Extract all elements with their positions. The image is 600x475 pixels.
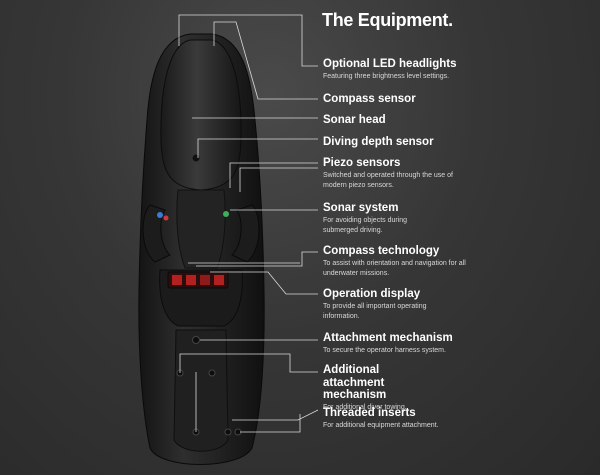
feature-compass-sensor: Compass sensor xyxy=(323,93,593,106)
feature-operation-display: Operation display To provide all importa… xyxy=(323,288,593,322)
feature-threaded-inserts: Threaded inserts For additional equipmen… xyxy=(323,407,593,431)
display-segment xyxy=(186,275,196,285)
lower-hull-panel xyxy=(173,329,229,452)
leader-line-compass-sensor xyxy=(213,21,318,100)
led-green-indicator xyxy=(223,211,229,217)
threaded-insert-dot xyxy=(224,428,232,436)
leader-line-piezo xyxy=(229,162,318,188)
diving-depth-sensor-dot xyxy=(191,153,201,163)
feature-attachment-mechanism: Attachment mechanism To secure the opera… xyxy=(323,332,593,356)
feature-name: Sonar head xyxy=(323,114,386,126)
led-blue-indicator xyxy=(157,212,163,218)
feature-desc: Featuring three brightness level setting… xyxy=(323,72,450,80)
attachment-mechanism-dot xyxy=(192,336,200,344)
feature-desc: To secure the operator harness system. xyxy=(323,346,446,354)
leader-line-additional-attachment xyxy=(179,353,318,373)
feature-desc: For avoiding objects during submerged dr… xyxy=(323,216,408,234)
feature-desc: Switched and operated through the use of… xyxy=(323,171,453,189)
feature-desc: To assist with orientation and navigatio… xyxy=(323,259,466,277)
feature-compass-technology: Compass technology To assist with orient… xyxy=(323,245,593,279)
leader-line-piezo-2 xyxy=(239,167,318,192)
leader-line-operation-display xyxy=(210,271,318,295)
feature-additional-attachment: Additional attachment mechanism For addi… xyxy=(323,364,443,413)
feature-diving-depth-sensor: Diving depth sensor xyxy=(323,136,593,149)
feature-name: Attachment mechanism xyxy=(323,332,453,344)
leader-lines xyxy=(178,14,319,433)
leader-line-compass-tech xyxy=(196,251,318,267)
feature-piezo-sensors: Piezo sensors Switched and operated thro… xyxy=(323,157,593,191)
right-handle-grip xyxy=(231,204,260,263)
feature-name: Sonar system xyxy=(323,202,399,214)
feature-name: Compass sensor xyxy=(323,93,416,105)
feature-name: Additional attachment mechanism xyxy=(323,364,387,401)
leader-line-threaded-3 xyxy=(240,414,301,433)
feature-sonar-system: Sonar system For avoiding objects during… xyxy=(323,202,593,236)
scooter-nose-dome xyxy=(160,39,242,191)
page-title: The Equipment. xyxy=(322,10,453,30)
feature-name: Diving depth sensor xyxy=(323,136,434,148)
feature-desc: To provide all important operating infor… xyxy=(323,302,427,320)
leader-line-threaded-2 xyxy=(232,409,319,421)
feature-name: Threaded inserts xyxy=(323,407,416,419)
feature-led-headlights: Optional LED headlights Featuring three … xyxy=(323,58,593,82)
leader-line-diving-depth xyxy=(197,138,318,158)
led-red-indicator xyxy=(163,215,169,221)
operation-display-screen xyxy=(167,271,229,289)
display-segment xyxy=(200,275,210,285)
display-segment xyxy=(172,275,182,285)
central-ridge xyxy=(176,189,226,269)
leader-line-led-headlights xyxy=(178,14,318,67)
feature-name: Compass technology xyxy=(323,245,440,257)
display-segment xyxy=(214,275,224,285)
attachment-dot-right xyxy=(208,369,216,377)
feature-name: Piezo sensors xyxy=(323,157,401,169)
feature-name: Optional LED headlights xyxy=(323,58,457,70)
feature-sonar-head: Sonar head xyxy=(323,114,593,127)
left-handle-grip xyxy=(142,204,171,263)
feature-desc: For additional diver towing. xyxy=(323,403,407,411)
feature-desc: For additional equipment attachment. xyxy=(323,421,439,429)
feature-name: Operation display xyxy=(323,288,421,300)
